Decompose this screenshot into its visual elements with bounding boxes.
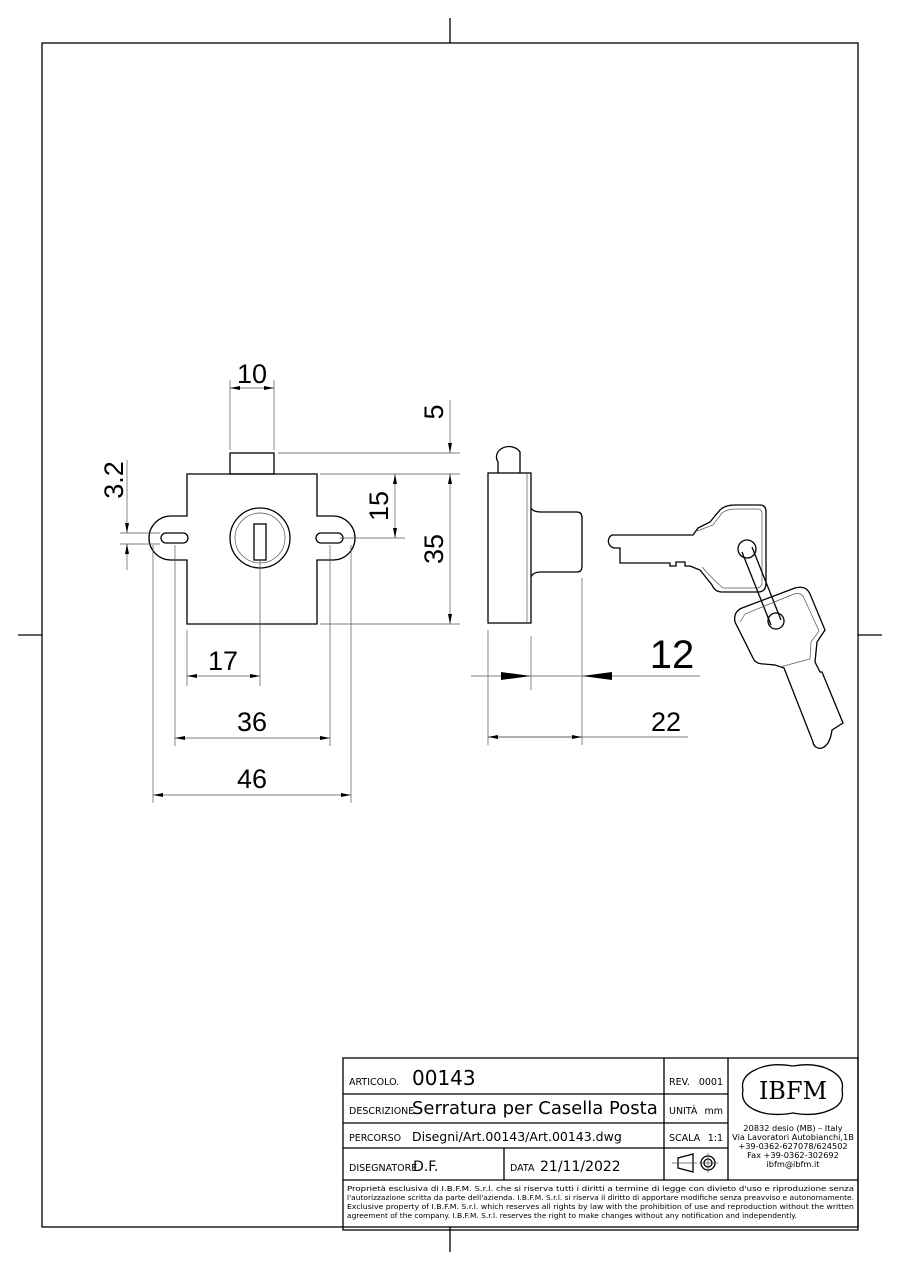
descrizione-label: DESCRIZIONE	[349, 1106, 414, 1117]
dim-15: 15	[364, 491, 394, 521]
phone: +39-0362-627078/624502	[738, 1141, 847, 1151]
dim-5: 5	[419, 404, 449, 419]
mounting-slot-left	[160, 532, 189, 544]
rev-label: REV.	[669, 1077, 690, 1088]
dim-22: 22	[651, 707, 681, 737]
svg-text:IBFM: IBFM	[759, 1077, 827, 1105]
disegnatore-label: DISEGNATORE	[349, 1163, 417, 1174]
address-line: Via Lavoratori Autobianchi,1B	[732, 1132, 854, 1142]
articolo-label: ARTICOLO.	[349, 1077, 399, 1088]
dim-3-2: 3.2	[99, 461, 129, 499]
ibfm-logo: IBFM	[741, 1064, 844, 1116]
front-dimensions: 10 5 35 15 3.2 17 36 46	[99, 359, 460, 803]
front-view	[148, 452, 356, 625]
sheet-frame	[18, 18, 882, 1252]
scala-value: 1:1	[708, 1133, 723, 1144]
cylinder-profile	[530, 507, 583, 578]
percorso-value: Disegni/Art.00143/Art.00143.dwg	[412, 1129, 622, 1144]
key-ring	[741, 546, 782, 626]
cylinder-outer	[229, 507, 291, 569]
title-block: ARTICOLO. 00143 REV. 0001 DESCRIZIONE Se…	[342, 1057, 859, 1231]
data-value: 21/11/2022	[540, 1159, 621, 1175]
unita-value: mm	[704, 1106, 723, 1117]
dim-35: 35	[419, 534, 449, 564]
side-view	[487, 445, 583, 624]
legal-notice-line: Exclusive property of I.B.F.M. S.r.l. wh…	[347, 1202, 854, 1211]
key-1	[607, 504, 767, 593]
legal-notice-line: Proprietà esclusiva di I.B.F.M. S.r.l. c…	[347, 1184, 854, 1193]
keys-illustration	[607, 504, 844, 749]
legal-notice-line: l'autorizzazione scritta da parte dell'a…	[347, 1193, 854, 1202]
projection-symbol-icon	[672, 1153, 718, 1173]
data-label: DATA	[510, 1163, 535, 1174]
rev-value: 0001	[699, 1077, 723, 1088]
lock-body	[148, 473, 356, 625]
disegnatore-value: D.F.	[413, 1159, 438, 1175]
scala-label: SCALA	[669, 1133, 701, 1144]
dim-12: 12	[650, 633, 695, 677]
key-2	[734, 586, 844, 749]
dim-36: 36	[237, 707, 267, 737]
descrizione-value: Serratura per Casella Posta	[412, 1098, 658, 1119]
side-dimensions: 12 22	[471, 578, 700, 745]
body-profile	[487, 472, 532, 624]
cylinder-inner	[234, 512, 286, 564]
legal-notice-line: agreement of the company. I.B.F.M. S.r.l…	[347, 1211, 797, 1220]
keyway	[253, 523, 267, 561]
articolo-value: 00143	[412, 1066, 476, 1090]
fax: Fax +39-0362-302692	[747, 1150, 839, 1160]
email: ibfm@ibfm.it	[767, 1159, 821, 1169]
unita-label: UNITÀ	[669, 1105, 698, 1117]
mounting-slot-right	[315, 532, 344, 544]
bolt-profile	[495, 445, 521, 473]
dim-10: 10	[237, 359, 267, 389]
dim-46: 46	[237, 764, 267, 794]
bolt-stub	[229, 452, 275, 475]
percorso-label: PERCORSO	[349, 1133, 401, 1144]
address-line: 20832 desio (MB) – Italy	[743, 1123, 842, 1133]
dim-17: 17	[208, 646, 238, 676]
